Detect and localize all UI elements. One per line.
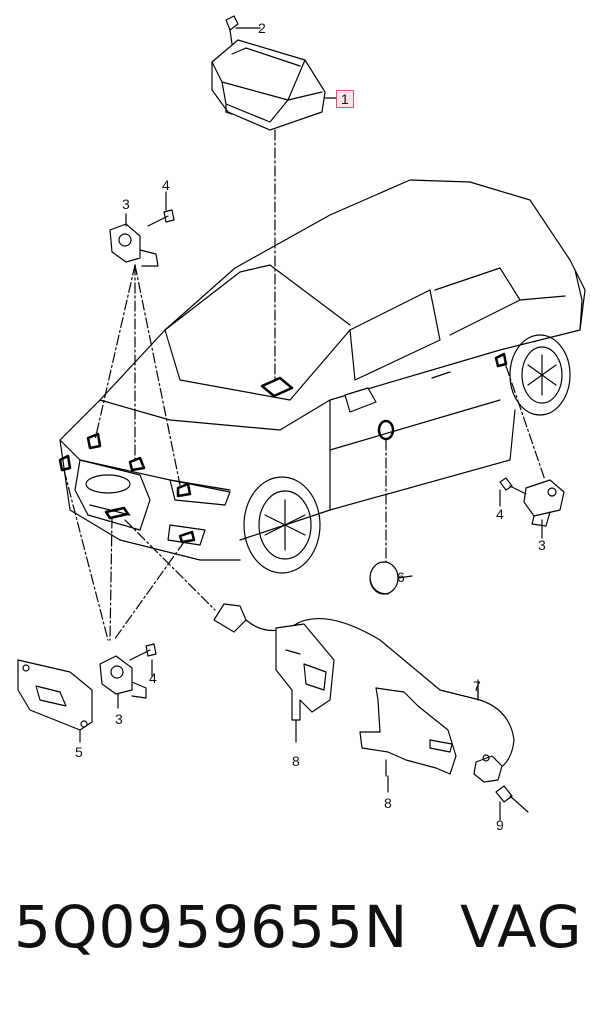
front-wheel bbox=[243, 476, 321, 574]
rear-harness-sensor bbox=[473, 754, 503, 783]
rear-sensor-bolt bbox=[499, 477, 527, 495]
front-sensor-upper bbox=[109, 223, 159, 267]
car-body bbox=[59, 179, 586, 561]
callout-3-rear: 3 bbox=[538, 537, 546, 553]
callout-8-right: 8 bbox=[384, 795, 392, 811]
callout-7: 7 bbox=[473, 678, 481, 694]
callout-3-lower: 3 bbox=[115, 711, 123, 727]
leader-front-c bbox=[113, 541, 185, 641]
sensor-bolt-lower bbox=[129, 643, 157, 661]
leader-front-d bbox=[124, 519, 216, 611]
front-bracket bbox=[17, 659, 93, 743]
rear-side-sensor bbox=[523, 479, 565, 527]
brand-label: VAG bbox=[460, 893, 583, 961]
callout-1: 1 bbox=[336, 90, 354, 108]
bracket-left bbox=[275, 623, 335, 721]
location-marker-control-unit bbox=[260, 376, 294, 398]
part-number: 5Q0959655N bbox=[14, 893, 409, 961]
front-sensor-lower bbox=[99, 655, 147, 699]
callout-2: 2 bbox=[258, 20, 266, 36]
leader-front-a bbox=[63, 469, 109, 641]
location-markers-front bbox=[58, 352, 508, 544]
callout-6: 6 bbox=[397, 569, 405, 585]
location-marker-pillar bbox=[377, 419, 395, 441]
callout-4-rear: 4 bbox=[496, 506, 504, 522]
callout-3-upper: 3 bbox=[122, 196, 130, 212]
control-unit-bolt bbox=[225, 15, 261, 45]
callout-4-lower: 4 bbox=[149, 670, 157, 686]
callout-4-upper: 4 bbox=[162, 177, 170, 193]
sensor-bolt-upper bbox=[147, 209, 175, 227]
leader-rear-sensor bbox=[505, 365, 546, 481]
callout-8-left: 8 bbox=[292, 753, 300, 769]
airbag-control-unit bbox=[211, 39, 326, 131]
harness-screw bbox=[495, 785, 529, 813]
leader-front-b bbox=[109, 517, 113, 641]
bracket-right bbox=[359, 687, 457, 777]
rear-wheel bbox=[509, 334, 571, 416]
callout-5: 5 bbox=[75, 744, 83, 760]
leader-sensor-c bbox=[134, 264, 181, 486]
leader-sensor-a bbox=[94, 264, 136, 441]
callout-9: 9 bbox=[496, 817, 504, 833]
side-sensor-cap bbox=[369, 561, 413, 595]
